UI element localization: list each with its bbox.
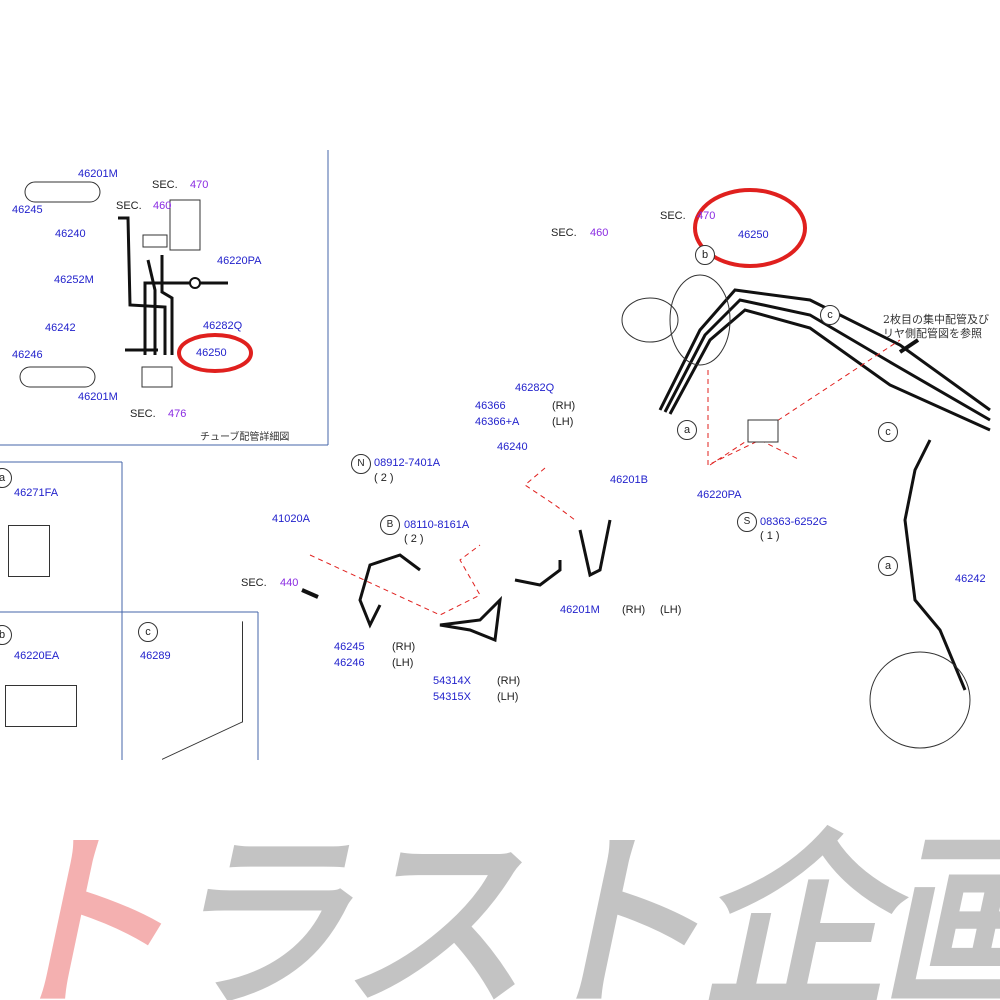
detail-letter: c [138,622,158,642]
code-s: S [737,512,757,532]
quantity: ( 2 ) [374,472,394,484]
side-label: (RH) [392,641,416,653]
part-label: 46366 [475,400,506,412]
sec-label: SEC. [152,179,178,191]
watermark-rest: ラスト企画 [152,814,1000,1000]
part-label: 46252M [54,274,94,286]
part-label: 46289 [140,650,171,662]
part-label: 41020A [272,513,310,525]
code-n: N [351,454,371,474]
part-label: 46246 [12,349,43,361]
sec-label: SEC. [116,200,142,212]
part-label: 46245 [334,641,365,653]
side-label: (RH) [497,675,521,687]
callout-b: b [695,245,715,265]
sec-label: SEC. [660,210,686,222]
quantity: ( 2 ) [404,533,424,545]
part-label: 46201M [560,604,600,616]
part-label: 46271FA [14,487,59,499]
part-label: 46220PA [217,255,262,267]
reference-note: 2枚目の集中配管及び [883,313,989,326]
part-label: 46201M [78,391,118,403]
sec-label: SEC. [551,227,577,239]
part-label: 46240 [55,228,86,240]
part-label: 46201M [78,168,118,180]
sec-number: 470 [697,210,716,222]
part-label-highlighted: 46250 [738,229,769,241]
callout-c: c [878,422,898,442]
side-label: (RH) [622,604,646,616]
reference-note: リヤ側配管図を参照 [883,327,982,340]
sec-number: 470 [190,179,209,191]
part-label: 46242 [45,322,76,334]
callout-a: a [878,556,898,576]
sec-label: SEC. [241,577,267,589]
clip-part-icon [5,685,77,727]
clip-part-icon [8,525,50,577]
sec-number: 476 [168,408,187,420]
quantity: ( 1 ) [760,530,780,542]
part-label: 46201B [610,474,648,486]
part-label: 46220EA [14,650,60,662]
inset-caption: チューブ配管詳細図 [200,432,290,443]
watermark-logo: トラスト企画 [0,770,1000,1000]
part-label: 46245 [12,204,43,216]
side-label: (LH) [392,657,414,669]
callout-a: a [677,420,697,440]
part-label: 46366+A [475,416,520,428]
side-label: (RH) [552,400,576,412]
part-label: 46282Q [515,382,555,394]
part-label: 54314X [433,675,471,687]
part-label: 08110-8161A [404,519,470,531]
part-label: 46220PA [697,489,742,501]
sec-number: 460 [590,227,609,239]
part-label-highlighted: 46250 [196,347,227,359]
part-label: 46246 [334,657,365,669]
part-label: 54315X [433,691,471,703]
callout-c: c [820,305,840,325]
part-label: 46282Q [203,320,243,332]
side-label: (LH) [497,691,519,703]
part-label: 08912-7401A [374,457,441,469]
side-label: (LH) [660,604,682,616]
part-label: 46240 [497,441,528,453]
part-label: 08363-6252G [760,516,828,528]
sec-number: 440 [280,577,299,589]
sec-number: 460 [153,200,172,212]
sec-label: SEC. [130,408,156,420]
side-label: (LH) [552,416,574,428]
code-b: B [380,515,400,535]
part-label: 46242 [955,573,986,585]
